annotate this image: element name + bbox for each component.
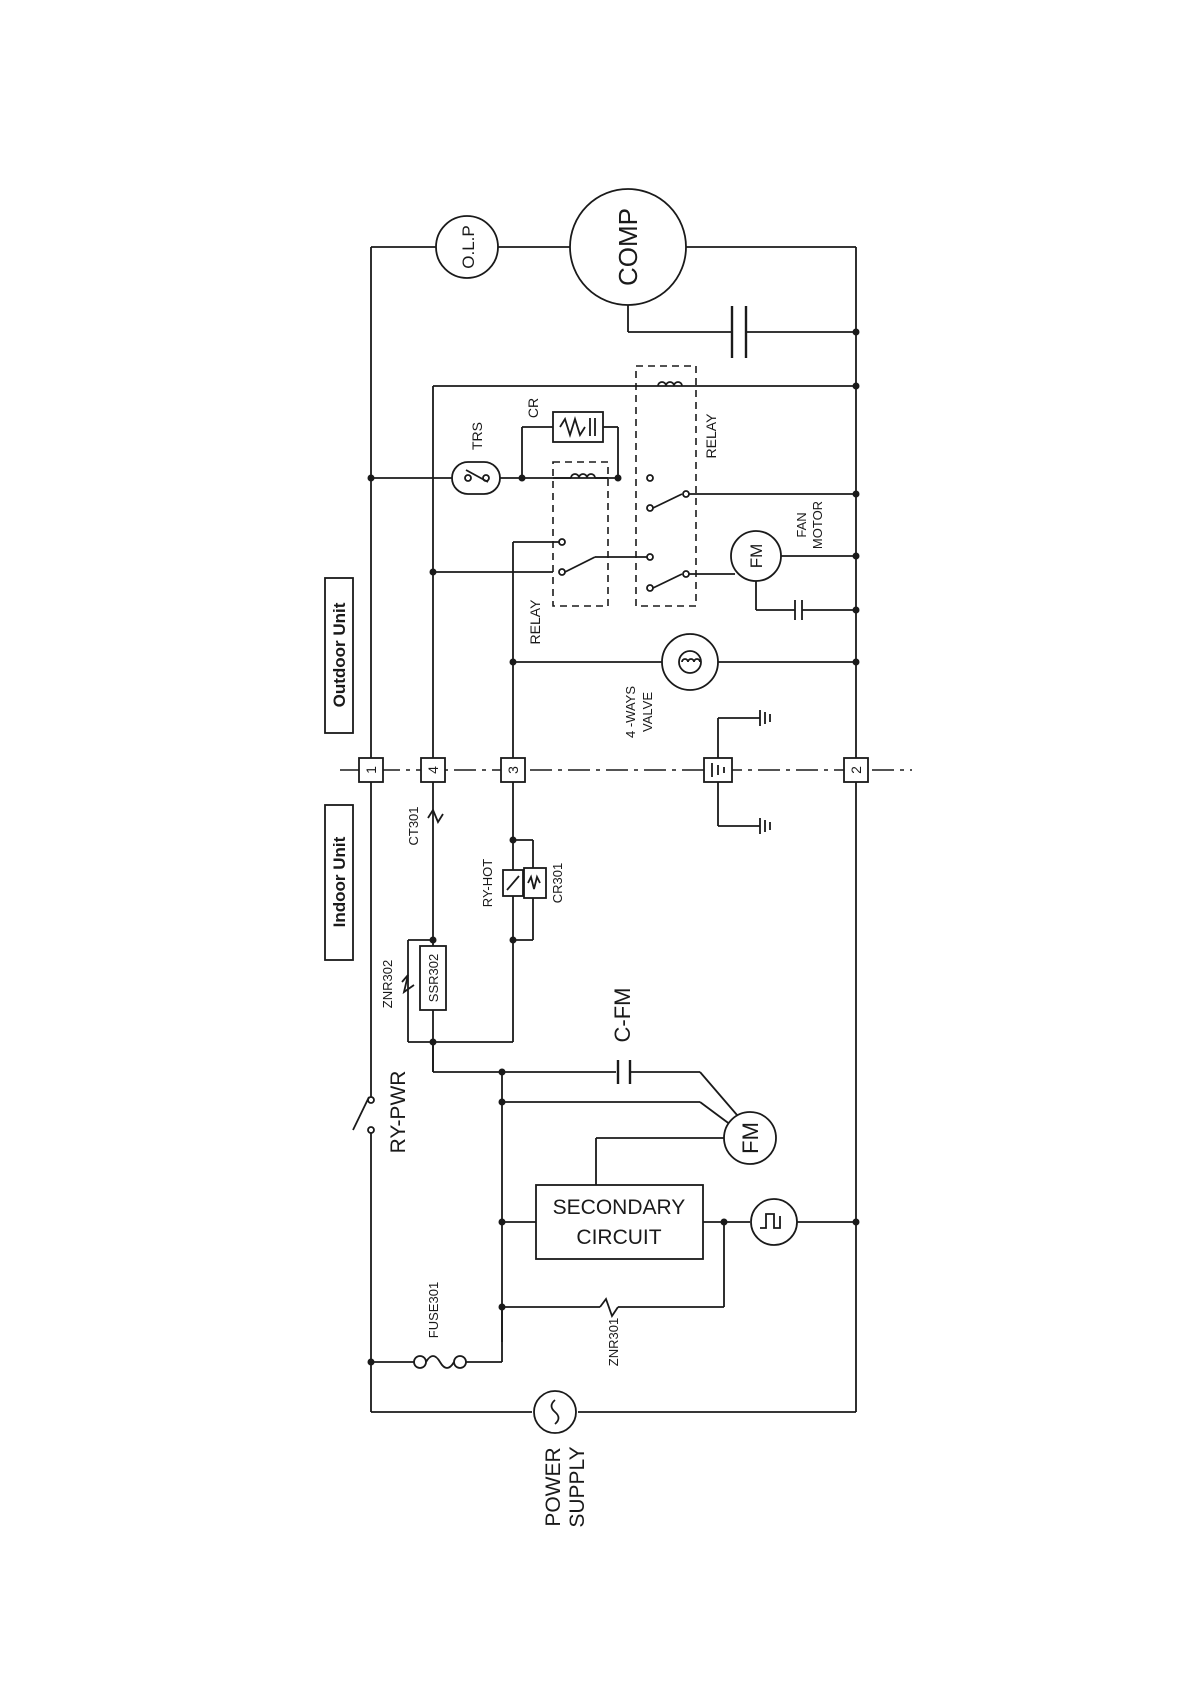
cr-component: CR	[522, 398, 618, 478]
power-label-2: SUPPLY	[566, 1446, 589, 1527]
comp-label: COMP	[613, 208, 643, 286]
fm-indoor-label: FM	[738, 1122, 763, 1154]
four-way-label-1: 4 -WAYS	[623, 686, 638, 738]
secondary-label-2: CIRCUIT	[576, 1226, 661, 1249]
c-fm-label: C-FM	[610, 988, 635, 1043]
olp-symbol: O.L.P	[436, 216, 498, 278]
power-label-1: POWER	[542, 1447, 565, 1526]
fm-outdoor-label: FM	[747, 544, 766, 569]
cr-label: CR	[525, 398, 541, 418]
relay-right: RELAY	[636, 366, 719, 606]
indoor-unit-header: Indoor Unit	[325, 805, 353, 960]
terminal-3-label: 3	[505, 766, 521, 774]
ry-pwr-switch: RY-PWR	[353, 1071, 410, 1154]
olp-label: O.L.P	[459, 225, 478, 268]
relay-left-label: RELAY	[527, 599, 543, 645]
relay-left: RELAY	[527, 462, 608, 644]
ssr302-label: SSR302	[426, 954, 441, 1002]
terminal-4-label: 4	[425, 766, 441, 774]
ct301-ssr302: CT301 SSR302 ZNR302	[380, 782, 446, 1072]
secondary-label-1: SECONDARY	[553, 1196, 686, 1219]
cr301-label: CR301	[550, 863, 565, 903]
ry-pwr-label: RY-PWR	[387, 1071, 410, 1154]
outdoor-unit-header: Outdoor Unit	[325, 578, 353, 733]
comp-capacitor	[628, 305, 856, 358]
znr302-label: ZNR302	[380, 960, 395, 1008]
ry-hot-label: RY-HOT	[480, 859, 495, 907]
fan-motor-label-1: FAN	[794, 512, 809, 537]
compressor-symbol: COMP	[570, 189, 686, 305]
znr301-label: ZNR301	[606, 1318, 621, 1366]
terminal-2-label: 2	[848, 766, 864, 774]
outdoor-unit-label: Outdoor Unit	[330, 602, 349, 707]
relay-right-label: RELAY	[703, 413, 719, 459]
four-way-valve: 4 -WAYS VALVE	[513, 634, 856, 738]
fan-motor-label-2: MOTOR	[810, 501, 825, 549]
secondary-circuit: SECONDARY CIRCUIT	[502, 1072, 856, 1342]
four-way-label-2: VALVE	[640, 692, 655, 732]
indoor-unit-label: Indoor Unit	[330, 836, 349, 927]
fuse301-label: FUSE301	[426, 1282, 441, 1338]
c-fm-and-indoor-fm: C-FM FM	[433, 988, 776, 1185]
terminal-1-label: 1	[363, 766, 379, 774]
fuse301: FUSE301	[371, 1282, 502, 1368]
ct301-label: CT301	[406, 806, 421, 845]
trs-label: TRS	[469, 422, 485, 450]
outdoor-fan-motor: FM FAN MOTOR	[731, 501, 856, 620]
ry-hot-cr301: RY-HOT CR301	[433, 782, 565, 1042]
